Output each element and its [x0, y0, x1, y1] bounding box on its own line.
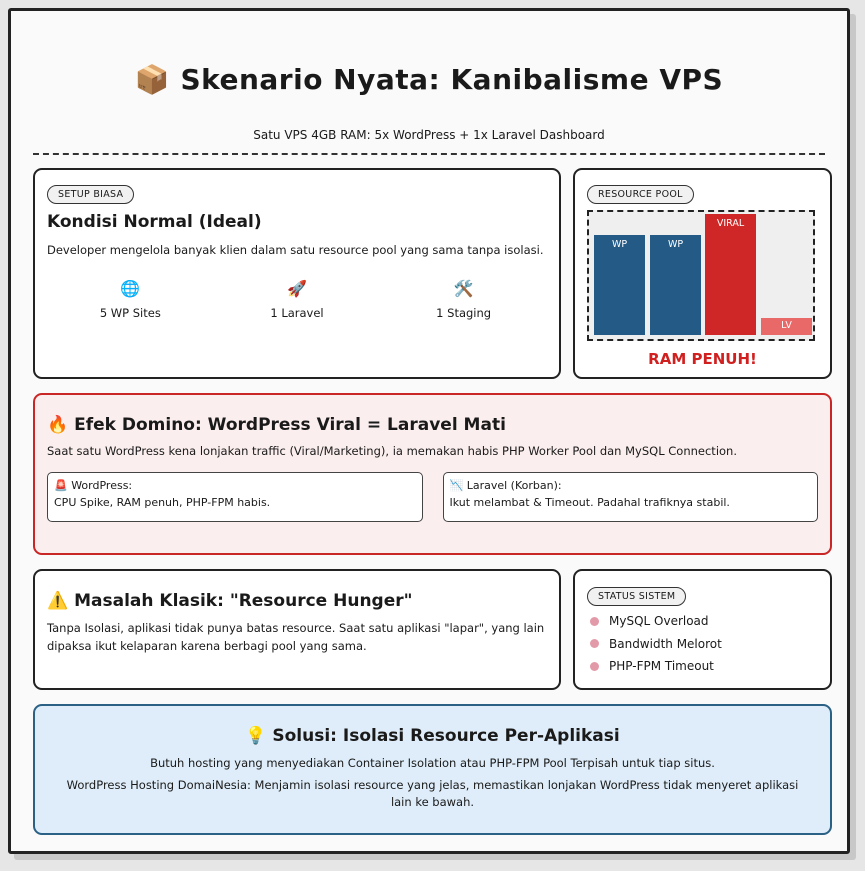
- solution-line-2: WordPress Hosting DomaiNesia: Menjamin i…: [66, 778, 799, 809]
- domino-heading: 🔥 Efek Domino: WordPress Viral = Laravel…: [47, 415, 818, 435]
- domino-effect-card: 🔥 Efek Domino: WordPress Viral = Laravel…: [33, 393, 832, 555]
- pool-bar-viral: VIRAL: [705, 214, 756, 335]
- domino-detail-row: 🚨 WordPress: CPU Spike, RAM penuh, PHP-F…: [47, 472, 818, 522]
- status-item-label: Bandwidth Melorot: [609, 636, 722, 651]
- normal-heading: Kondisi Normal (Ideal): [47, 212, 262, 232]
- stat-label: 1 Staging: [436, 306, 492, 320]
- pool-bar-wp-2: WP: [650, 235, 701, 335]
- solution-line-1: Butuh hosting yang menyediakan Container…: [150, 756, 715, 770]
- normal-condition-card: SETUP BIASA Kondisi Normal (Ideal) Devel…: [33, 168, 561, 379]
- status-list: MySQL Overload Bandwidth Melorot PHP-FPM…: [587, 610, 818, 678]
- hunger-heading: ⚠️ Masalah Klasik: "Resource Hunger": [47, 591, 547, 611]
- bullet-dot-icon: [590, 661, 599, 671]
- dashed-divider: [33, 153, 825, 155]
- package-icon: 📦: [134, 63, 171, 96]
- system-status-card: STATUS SISTEM MySQL Overload Bandwidth M…: [573, 569, 832, 690]
- stat-laravel: 🚀 1 Laravel: [227, 279, 367, 320]
- infographic-frame: 📦 Skenario Nyata: Kanibalisme VPS Satu V…: [8, 8, 850, 854]
- laravel-impact-label: Laravel (Korban):: [466, 479, 562, 492]
- stats-row: 🌐 5 WP Sites 🚀 1 Laravel 🛠️ 1 Staging: [47, 279, 547, 320]
- solution-heading-text: Solusi: Isolasi Resource Per-Aplikasi: [272, 726, 620, 746]
- solution-card: 💡 Solusi: Isolasi Resource Per-Aplikasi …: [33, 704, 832, 835]
- resource-pool-box: WP WP VIRAL LV: [587, 210, 815, 341]
- siren-icon: 🚨: [54, 479, 68, 492]
- setup-tag: SETUP BIASA: [47, 185, 135, 204]
- page-title: 📦 Skenario Nyata: Kanibalisme VPS: [11, 63, 847, 96]
- status-item: MySQL Overload: [587, 610, 818, 633]
- status-item-label: MySQL Overload: [609, 614, 709, 629]
- pool-bar-wp-1: WP: [594, 235, 645, 335]
- page-title-text: Skenario Nyata: Kanibalisme VPS: [180, 63, 724, 96]
- page-subtitle: Satu VPS 4GB RAM: 5x WordPress + 1x Lara…: [253, 128, 605, 142]
- bullet-dot-icon: [590, 616, 599, 626]
- hunger-description: Tanpa Isolasi, aplikasi tidak punya bata…: [47, 621, 545, 653]
- stat-label: 5 WP Sites: [99, 306, 161, 320]
- wordpress-impact-label: WordPress:: [71, 479, 133, 492]
- resource-hunger-card: ⚠️ Masalah Klasik: "Resource Hunger" Tan…: [33, 569, 561, 690]
- stat-label: 1 Laravel: [270, 306, 324, 320]
- status-item-label: PHP-FPM Timeout: [609, 659, 714, 674]
- wordpress-impact-desc: CPU Spike, RAM penuh, PHP-FPM habis.: [54, 496, 271, 509]
- globe-icon: 🌐: [120, 279, 141, 298]
- rocket-icon: 🚀: [287, 279, 307, 298]
- warning-icon: ⚠️: [47, 591, 69, 611]
- status-item: PHP-FPM Timeout: [587, 655, 818, 678]
- resource-pool-tag: RESOURCE POOL: [587, 185, 694, 204]
- resource-pool-card: RESOURCE POOL WP WP VIRAL LV RAM PENUH!: [573, 168, 832, 379]
- laravel-impact-box: 📉 Laravel (Korban): Ikut melambat & Time…: [442, 472, 818, 522]
- fire-icon: 🔥: [47, 415, 69, 435]
- stat-staging: 🛠️ 1 Staging: [394, 279, 534, 320]
- domino-description: Saat satu WordPress kena lonjakan traffi…: [47, 444, 737, 458]
- status-tag: STATUS SISTEM: [587, 587, 687, 606]
- hunger-heading-text: Masalah Klasik: "Resource Hunger": [74, 591, 413, 611]
- bullet-dot-icon: [590, 639, 599, 649]
- lightbulb-icon: 💡: [245, 726, 267, 746]
- stat-wp-sites: 🌐 5 WP Sites: [60, 279, 200, 320]
- wordpress-impact-box: 🚨 WordPress: CPU Spike, RAM penuh, PHP-F…: [47, 472, 423, 522]
- chart-down-icon: 📉: [449, 479, 464, 492]
- pool-bar-laravel: LV: [761, 318, 812, 335]
- normal-description: Developer mengelola banyak klien dalam s…: [47, 243, 544, 257]
- laravel-impact-title: 📉 Laravel (Korban):: [450, 479, 812, 492]
- status-item: Bandwidth Melorot: [587, 633, 818, 656]
- domino-heading-text: Efek Domino: WordPress Viral = Laravel M…: [74, 415, 506, 435]
- wordpress-impact-title: 🚨 WordPress:: [54, 479, 416, 492]
- solution-heading: 💡 Solusi: Isolasi Resource Per-Aplikasi: [55, 726, 810, 746]
- ram-full-label: RAM PENUH!: [648, 350, 757, 368]
- laravel-impact-desc: Ikut melambat & Timeout. Padahal trafikn…: [449, 496, 730, 509]
- tools-icon: 🛠️: [453, 279, 474, 298]
